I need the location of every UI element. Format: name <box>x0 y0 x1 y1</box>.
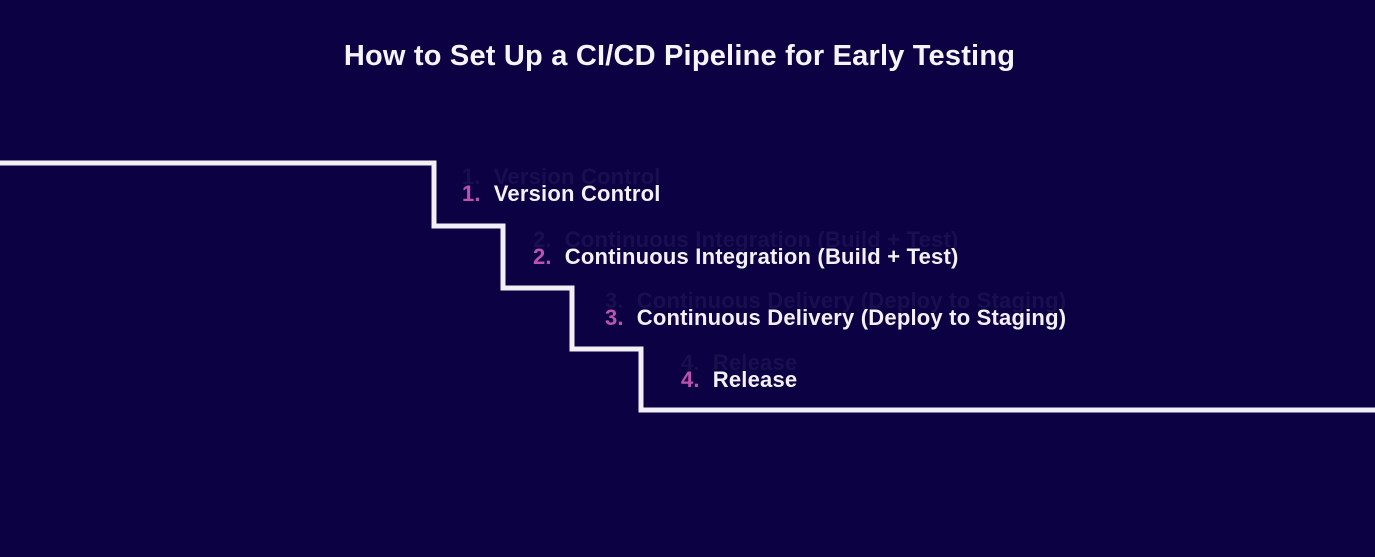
step-item-version-control: 1. Version Control <box>462 181 661 207</box>
step-label: Continuous Delivery (Deploy to Staging) <box>636 305 1067 330</box>
step-label: Version Control <box>493 181 661 206</box>
step-item-release: 4. Release <box>681 367 797 393</box>
page-title: How to Set Up a CI/CD Pipeline for Early… <box>343 40 1016 72</box>
step-item-continuous-integration: 2. Continuous Integration (Build + Test) <box>533 244 959 270</box>
step-number: 4. <box>681 367 700 392</box>
step-label: Continuous Integration (Build + Test) <box>564 244 959 269</box>
step-item-continuous-delivery: 3. Continuous Delivery (Deploy to Stagin… <box>605 305 1066 331</box>
step-number: 2. <box>533 244 552 269</box>
step-number: 3. <box>605 305 624 330</box>
staircase-polyline <box>0 160 1375 413</box>
step-number: 1. <box>462 181 481 206</box>
step-label: Release <box>712 367 798 392</box>
